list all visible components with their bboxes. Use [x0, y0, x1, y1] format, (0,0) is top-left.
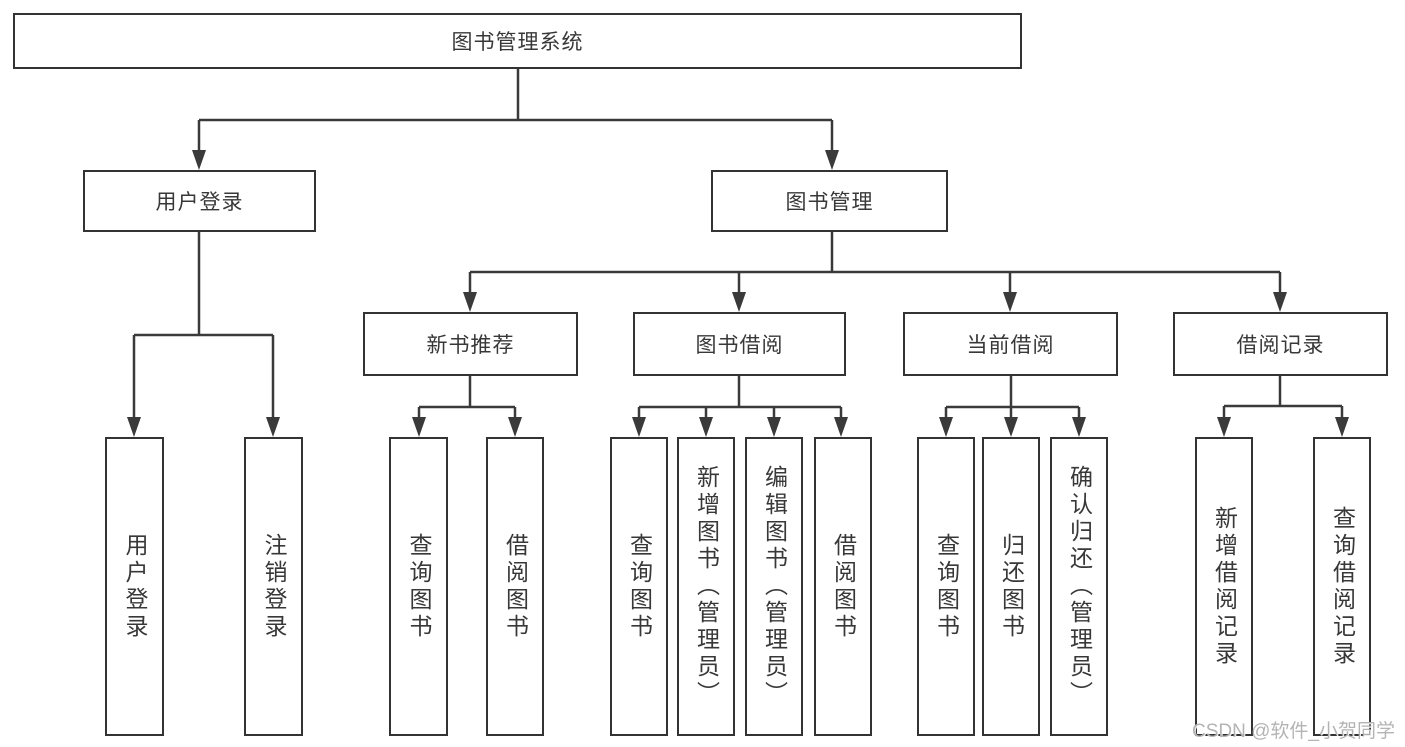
leaf-label: 编辑图书（管理员）: [761, 465, 788, 708]
leaf-query-books-recommend: 查询图书: [389, 437, 448, 736]
leaf-label: 查询图书: [406, 532, 432, 641]
leaf-add-borrow-record: 新增借阅记录: [1195, 437, 1253, 736]
node-label: 用户登录: [155, 191, 244, 214]
leaf-label: 新增图书（管理员）: [693, 465, 720, 708]
leaf-label: 归还图书: [998, 532, 1025, 641]
node-book-management: 图书管理: [711, 170, 948, 232]
node-label: 借阅记录: [1236, 334, 1325, 357]
node-new-book-recommend: 新书推荐: [363, 312, 578, 376]
node-book-borrow: 图书借阅: [633, 312, 846, 376]
leaf-label: 查询借阅记录: [1329, 505, 1356, 668]
leaf-logout: 注销登录: [244, 437, 303, 736]
leaf-borrow-books-recommend: 借阅图书: [486, 437, 544, 736]
node-borrow-records: 借阅记录: [1173, 312, 1388, 376]
leaf-label: 用户登录: [122, 532, 148, 641]
node-label: 图书管理: [785, 191, 874, 214]
leaf-label: 注销登录: [261, 532, 287, 641]
leaf-label: 借阅图书: [830, 532, 857, 641]
leaf-label: 查询图书: [933, 532, 960, 641]
node-library-management-system: 图书管理系统: [13, 13, 1022, 69]
leaf-borrow-books: 借阅图书: [814, 437, 872, 736]
leaf-label: 查询图书: [626, 532, 653, 641]
node-current-borrow: 当前借阅: [903, 312, 1118, 376]
leaf-label: 新增借阅记录: [1211, 505, 1238, 668]
leaf-label: 借阅图书: [502, 532, 529, 641]
leaf-label: 确认归还（管理员）: [1066, 465, 1093, 708]
csdn-watermark: CSDN @软件_小贺同学: [1192, 721, 1395, 742]
node-label: 当前借阅: [966, 334, 1055, 357]
leaf-edit-book-admin: 编辑图书（管理员）: [745, 437, 803, 736]
node-label: 图书借阅: [695, 334, 784, 357]
node-label: 新书推荐: [426, 334, 515, 357]
leaf-confirm-return-admin: 确认归还（管理员）: [1050, 437, 1108, 736]
leaf-return-book: 归还图书: [982, 437, 1040, 736]
leaf-query-books-current: 查询图书: [917, 437, 975, 736]
leaf-user-login: 用户登录: [105, 437, 164, 736]
node-label: 图书管理系统: [451, 31, 584, 54]
node-user-login: 用户登录: [83, 170, 316, 232]
leaf-add-book-admin: 新增图书（管理员）: [677, 437, 735, 736]
leaf-query-books-borrow: 查询图书: [610, 437, 668, 736]
leaf-query-borrow-record: 查询借阅记录: [1313, 437, 1371, 736]
